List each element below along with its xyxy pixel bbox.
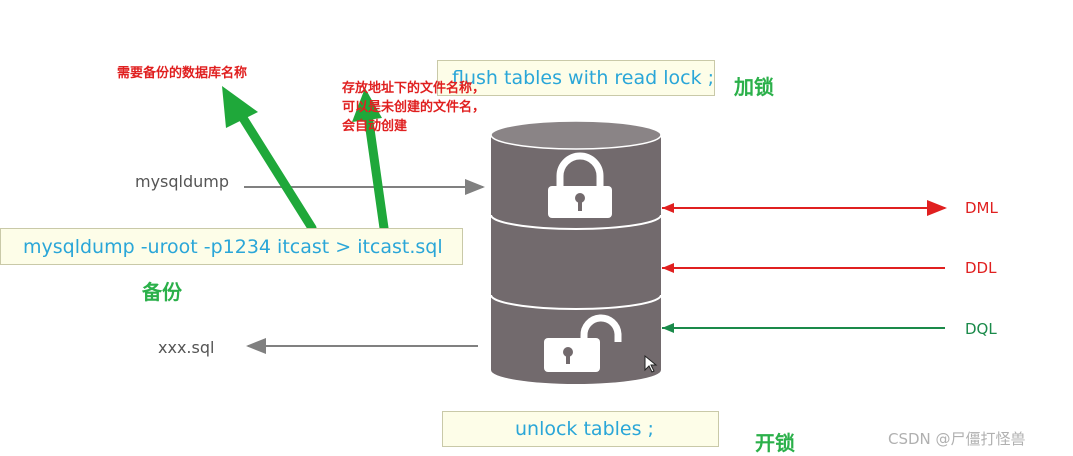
lock-command: flush tables with read lock ; bbox=[452, 67, 715, 89]
dql-arrowhead bbox=[662, 323, 674, 333]
database-cylinder bbox=[490, 120, 662, 384]
file-note-line-1: 存放地址下的文件名称， bbox=[342, 81, 486, 96]
dql-label: DQL bbox=[965, 320, 997, 338]
padlock-open-icon bbox=[544, 314, 622, 372]
dml-arrowhead bbox=[662, 203, 674, 213]
db-name-pointer-arrow bbox=[222, 86, 317, 233]
mysqldump-label: mysqldump bbox=[135, 172, 230, 191]
unlock-command: unlock tables ; bbox=[515, 418, 654, 440]
file-name-pointer-arrow bbox=[352, 88, 389, 233]
lock-label: 加锁 bbox=[734, 75, 774, 99]
padlock-closed-icon bbox=[548, 152, 612, 218]
backup-command-box: mysqldump -uroot -p1234 itcast > itcast.… bbox=[0, 228, 463, 265]
backup-command: mysqldump -uroot -p1234 itcast > itcast.… bbox=[23, 235, 443, 258]
unlock-command-box: unlock tables ; bbox=[442, 411, 719, 447]
file-note: 存放地址下的文件名称， 可以是未创建的文件名， 会自动创建 bbox=[342, 79, 485, 136]
ddl-label: DDL bbox=[965, 259, 997, 277]
unlock-label: 开锁 bbox=[755, 431, 795, 455]
file-note-line-3: 会自动创建 bbox=[342, 119, 408, 134]
lock-command-box: flush tables with read lock ; bbox=[437, 60, 715, 96]
ddl-arrowhead bbox=[662, 263, 674, 273]
output-file-label: xxx.sql bbox=[158, 338, 215, 357]
backup-label: 备份 bbox=[142, 280, 182, 304]
watermark: CSDN @尸僵打怪兽 bbox=[888, 430, 1026, 448]
file-note-line-2: 可以是未创建的文件名， bbox=[342, 100, 486, 115]
dml-label: DML bbox=[965, 199, 998, 217]
db-name-note: 需要备份的数据库名称 bbox=[117, 66, 248, 81]
